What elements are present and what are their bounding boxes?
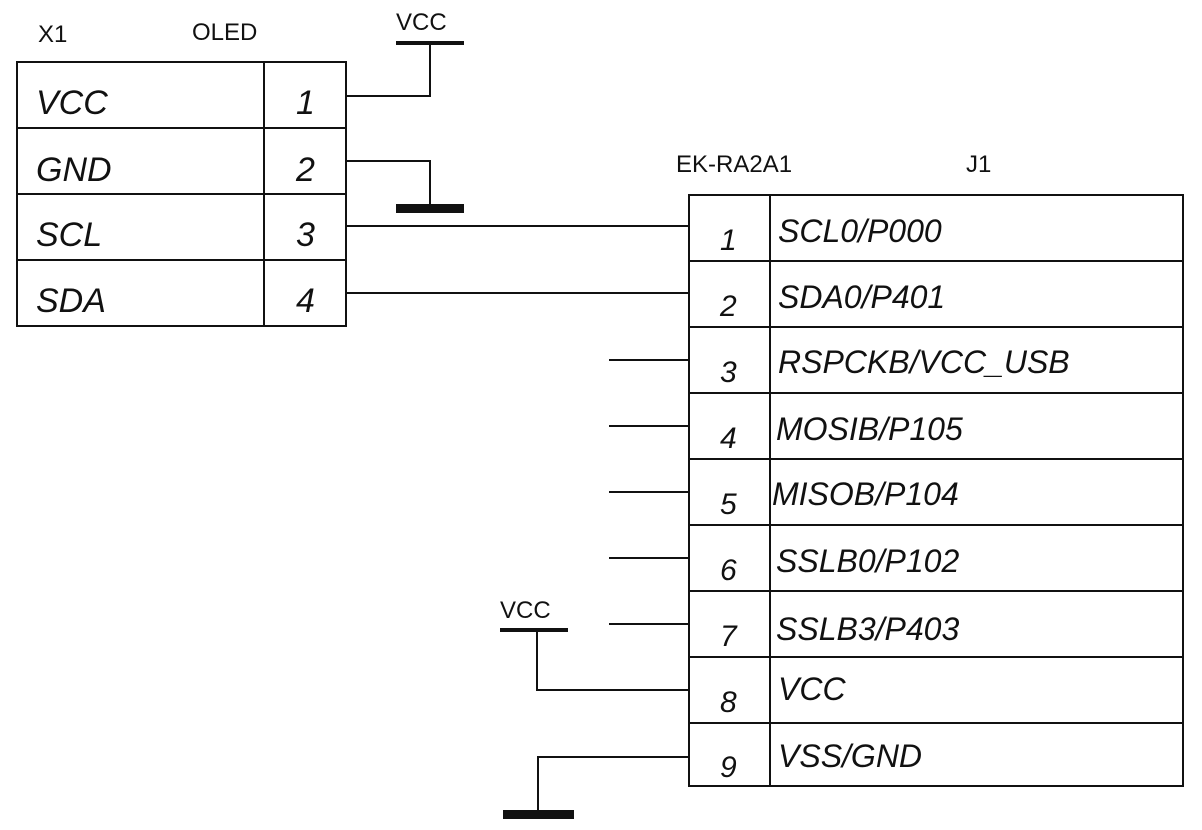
gnd-x1-bar [396, 204, 464, 213]
vcc-bottom-label: VCC [500, 597, 551, 624]
gnd-j1-bar [503, 810, 574, 819]
j1-connector: 1 2 3 4 5 6 7 8 9 SCL0/P000 SDA0/P401 RS… [688, 194, 1184, 787]
j1-pin-label: MISOB/P104 [772, 476, 959, 512]
j1-pin-number: 8 [720, 686, 737, 719]
j1-pin-number: 5 [720, 488, 737, 521]
x1-connector: VCC GND SCL SDA 1 2 3 4 [16, 61, 347, 327]
x1-pin-number: 2 [295, 151, 315, 189]
j1-pin-label: MOSIB/P105 [776, 411, 963, 447]
j1-ref-label: J1 [966, 151, 991, 178]
x1-pin-label: VCC [36, 84, 108, 122]
j1-pin-label: SSLB0/P102 [776, 543, 959, 579]
j1-pin-label: SCL0/P000 [778, 213, 942, 249]
j1-pin-label: SDA0/P401 [778, 279, 945, 315]
j1-pin-number: 9 [720, 751, 737, 784]
x1-pin-label: SCL [36, 216, 102, 254]
j1-pin-number: 7 [720, 620, 738, 653]
vcc-top-wire [346, 43, 431, 97]
j1-pin-number: 4 [720, 422, 737, 455]
x1-ref-label: X1 [38, 21, 67, 48]
x1-pin-label: GND [36, 151, 112, 189]
j1-box [688, 194, 1184, 787]
j1-pin-number: 1 [720, 224, 737, 257]
x1-pin-number: 3 [296, 216, 315, 254]
vcc-top-label: VCC [396, 9, 447, 36]
x1-pin-number: 4 [296, 282, 315, 320]
x1-pin-number: 1 [296, 84, 315, 122]
j1-pin-label: VCC [778, 671, 846, 707]
gnd-j1-wire [537, 756, 689, 812]
vcc-bottom-wire [536, 630, 689, 691]
gnd-x1-wire [346, 160, 431, 206]
j1-pin-label: RSPCKB/VCC_USB [778, 344, 1070, 380]
j1-pin-number: 6 [720, 554, 737, 587]
j1-pin-label: SSLB3/P403 [776, 611, 959, 647]
j1-pin-number: 2 [719, 290, 737, 323]
x1-name-label: OLED [192, 19, 257, 46]
vcc-bottom-bar [500, 628, 568, 632]
j1-pin-number: 3 [720, 356, 737, 389]
x1-pin-label: SDA [36, 282, 106, 320]
j1-board-label: EK-RA2A1 [676, 151, 792, 178]
j1-pin-label: VSS/GND [778, 738, 922, 774]
